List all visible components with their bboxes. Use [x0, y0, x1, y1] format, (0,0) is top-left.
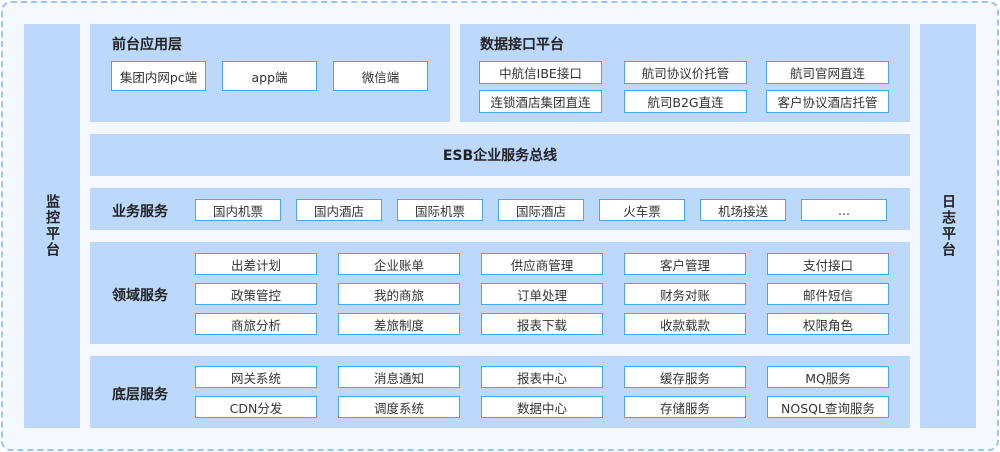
business-item: ... — [801, 199, 887, 221]
monitoring-platform: 监控平台 — [24, 24, 80, 428]
esb-bus: ESB企业服务总线 — [90, 134, 910, 176]
monitoring-label: 监控平台 — [44, 194, 60, 258]
base-item: 网关系统 — [195, 366, 317, 388]
base-item: MQ服务 — [767, 366, 889, 388]
domain-item: 邮件短信 — [767, 283, 889, 305]
business-item: 机场接送 — [700, 199, 786, 221]
logging-label: 日志平台 — [940, 194, 956, 258]
interface-item: 中航信IBE接口 — [479, 61, 602, 84]
domain-item: 商旅分析 — [195, 313, 317, 335]
domain-item: 我的商旅 — [338, 283, 460, 305]
domain-item: 财务对账 — [624, 283, 746, 305]
interface-item: 航司B2G直连 — [624, 90, 747, 113]
interface-item: 航司官网直连 — [766, 61, 889, 84]
business-item: 国内机票 — [195, 199, 281, 221]
domain-item: 客户管理 — [624, 253, 746, 275]
base-item: 存储服务 — [624, 396, 746, 418]
business-item: 国内酒店 — [296, 199, 382, 221]
business-title: 业务服务 — [112, 204, 168, 220]
domain-item: 企业账单 — [338, 253, 460, 275]
base-item: 报表中心 — [481, 366, 603, 388]
domain-title: 领域服务 — [112, 288, 168, 304]
domain-item: 权限角色 — [767, 313, 889, 335]
interface-item: 航司协议价托管 — [624, 61, 747, 84]
domain-item: 订单处理 — [481, 283, 603, 305]
domain-item: 差旅制度 — [338, 313, 460, 335]
domain-item: 供应商管理 — [481, 253, 603, 275]
business-item: 国际酒店 — [498, 199, 584, 221]
interface-item: 客户协议酒店托管 — [766, 90, 889, 113]
data-interface-title: 数据接口平台 — [480, 37, 564, 53]
frontend-item: 微信端 — [333, 61, 428, 91]
base-item: CDN分发 — [195, 396, 317, 418]
base-item: 调度系统 — [338, 396, 460, 418]
interface-item: 连锁酒店集团直连 — [479, 90, 602, 113]
domain-item: 报表下载 — [481, 313, 603, 335]
frontend-item: app端 — [222, 61, 317, 91]
domain-item: 政策管控 — [195, 283, 317, 305]
base-item: 数据中心 — [481, 396, 603, 418]
base-item: 缓存服务 — [624, 366, 746, 388]
domain-item: 支付接口 — [767, 253, 889, 275]
frontend-item: 集团内网pc端 — [111, 61, 206, 91]
base-title: 底层服务 — [112, 387, 168, 403]
domain-item: 出差计划 — [195, 253, 317, 275]
frontend-title: 前台应用层 — [112, 37, 182, 53]
base-item: 消息通知 — [338, 366, 460, 388]
domain-item: 收款载款 — [624, 313, 746, 335]
base-item: NOSQL查询服务 — [767, 396, 889, 418]
business-item: 国际机票 — [397, 199, 483, 221]
business-item: 火车票 — [599, 199, 685, 221]
logging-platform: 日志平台 — [920, 24, 976, 428]
